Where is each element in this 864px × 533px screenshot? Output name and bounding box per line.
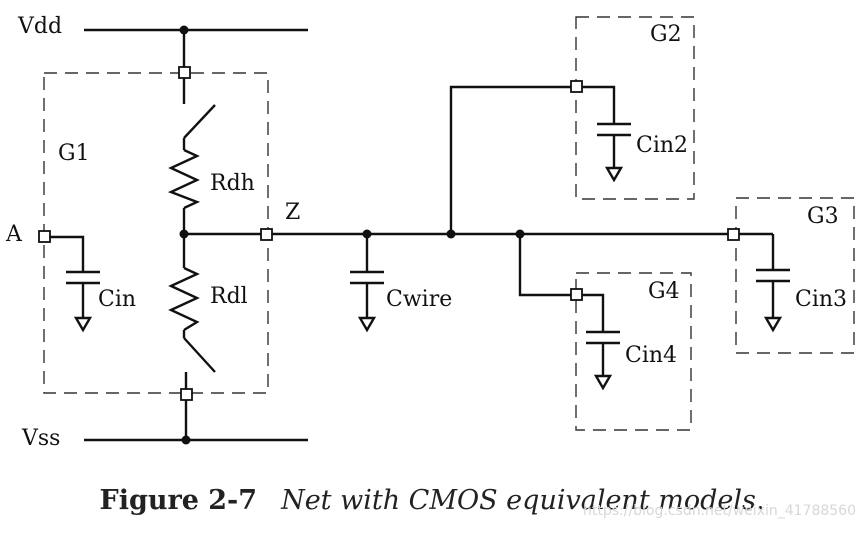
output-z-pin [260,228,273,241]
g4-input-pin [570,288,583,301]
rdl-label: Rdl [210,284,248,309]
input-a-pin [38,230,51,243]
g3-input-pin [727,228,740,241]
cwire-capacitor [350,234,384,318]
g4-branch-wire [518,234,605,332]
cin2-capacitor [597,122,631,168]
pulldown-switch [183,337,216,373]
vss-label: Vss [21,426,60,451]
cwire-ground-icon [357,316,377,333]
gate-g2-label: G2 [650,22,682,47]
output-z-label: Z [285,200,300,225]
pullup-switch [183,104,216,139]
cin4-ground-icon [593,374,613,391]
driver-output-junction [179,229,189,239]
vdd-pin [178,66,191,79]
figure-caption-text: Net with CMOS equivalent models. [281,485,765,516]
cin3-label: Cin3 [795,287,847,312]
cin-capacitor [66,270,100,318]
vdd-label: Vdd [17,14,62,39]
cin3-capacitor [756,268,790,318]
input-a-label: A [5,222,23,247]
cin2-label: Cin2 [636,133,688,158]
figure-caption: Figure 2-7 Net with CMOS equivalent model… [0,485,864,516]
vss-junction [181,435,191,445]
g2-input-pin [570,80,583,93]
gate-g4-label: G4 [648,279,680,304]
g4-branch-junction [515,229,525,239]
rdh-label: Rdh [210,171,255,196]
vss-pin [180,388,193,401]
cin3-ground-icon [763,316,783,333]
vdd-junction [179,25,189,35]
g2-branch-wire [449,85,616,234]
cin2-ground-icon [604,166,624,183]
watermark: https://blog.csdn.net/weixin_41788560 [582,503,856,519]
cwire-label: Cwire [386,287,452,312]
gate-g3-label: G3 [807,204,839,229]
gate-g3-box [735,197,855,354]
gate-g4-box [575,272,692,431]
figure-number: Figure 2-7 [99,485,258,516]
rdh-resistor [167,148,201,210]
gate-g1-label: G1 [58,141,90,166]
input-a-wire [44,235,85,272]
cin-label: Cin [98,287,136,312]
gate-g2-box [575,16,695,200]
cin4-label: Cin4 [625,343,677,368]
cin4-capacitor [586,330,620,376]
cwire-junction [362,229,372,239]
cin-ground-icon [73,316,93,333]
rdl-resistor [168,266,200,332]
g2-branch-junction [446,229,456,239]
